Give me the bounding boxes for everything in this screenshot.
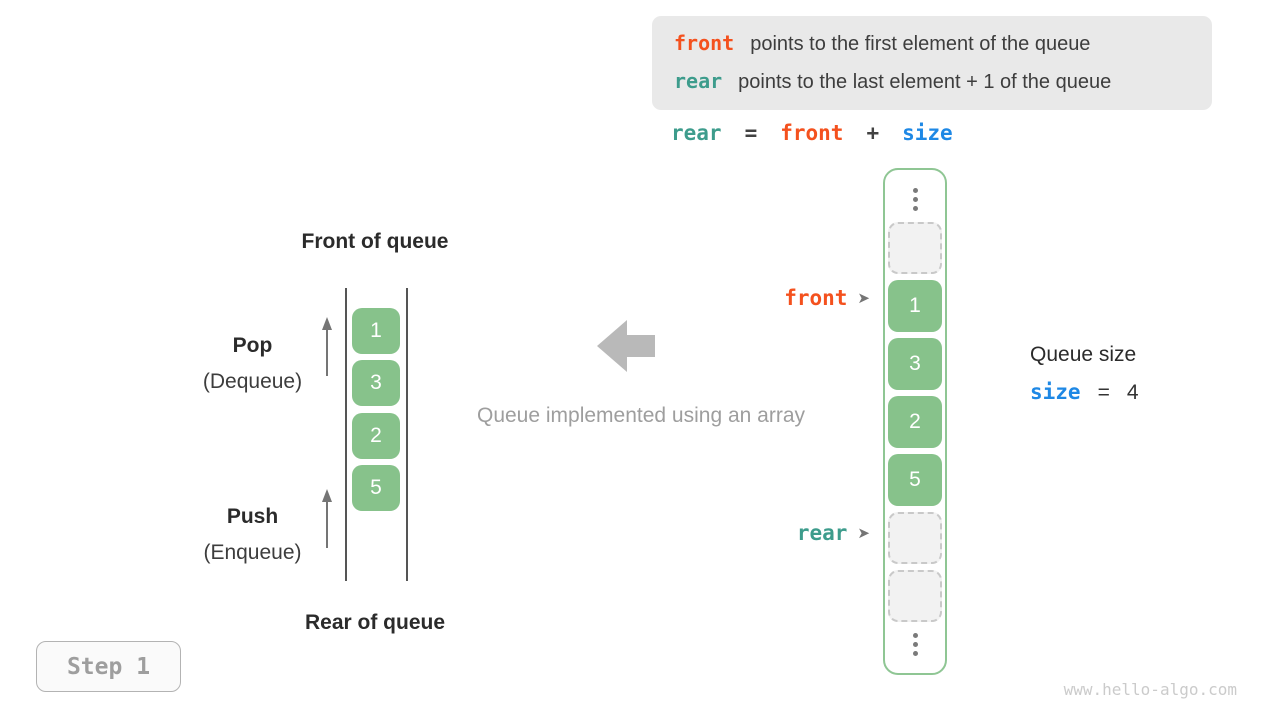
rear-explanation-line: rear points to the last element + 1 of th… <box>674 63 1190 101</box>
rear-pointer-label: rear <box>796 521 848 545</box>
queue-size-block: Queue size size = 4 <box>1030 343 1139 405</box>
right-arrowhead-icon: ➤ <box>857 289 870 307</box>
size-value: 4 <box>1126 381 1139 404</box>
ellipsis-icon <box>912 628 918 661</box>
stack-cell: 3 <box>352 360 400 406</box>
rear-explanation-text: points to the last element + 1 of the qu… <box>738 71 1112 93</box>
array-cell: 1 <box>888 279 942 332</box>
pop-label: Pop <box>232 334 273 357</box>
right-arrowhead-icon: ➤ <box>857 524 870 542</box>
pointer-explanation-box: front points to the first element of the … <box>652 16 1212 110</box>
array-cell-empty <box>888 569 942 622</box>
rear-of-queue-label: Rear of queue <box>304 611 446 634</box>
queue-size-title: Queue size <box>1030 343 1137 366</box>
formula-plus: + <box>866 121 880 145</box>
front-explanation-text: points to the first element of the queue <box>750 33 1091 55</box>
front-of-queue-label: Front of queue <box>301 230 449 253</box>
queue-size-value-line: size = 4 <box>1030 380 1139 405</box>
stack-cell: 1 <box>352 308 400 354</box>
front-pointer: front ➤ <box>690 286 870 310</box>
diagram-caption: Queue implemented using an array <box>476 404 806 427</box>
formula: rear = front + size <box>671 121 953 145</box>
array-cell-empty <box>888 511 942 564</box>
channel-line-left <box>345 288 347 581</box>
ellipsis-icon <box>912 183 918 216</box>
array-cell-empty <box>888 221 942 274</box>
array-cell: 2 <box>888 395 942 448</box>
array-cell: 5 <box>888 453 942 506</box>
size-equals: = <box>1097 381 1110 404</box>
front-explanation-line: front points to the first element of the … <box>674 25 1190 63</box>
dequeue-label: (Dequeue) <box>202 370 303 393</box>
rear-pointer: rear ➤ <box>690 521 870 545</box>
formula-size: size <box>902 121 953 145</box>
rear-keyword: rear <box>674 69 723 93</box>
watermark: www.hello-algo.com <box>1063 680 1237 699</box>
array-container: 1 3 2 5 <box>883 168 947 675</box>
step-badge: Step 1 <box>36 641 181 692</box>
front-pointer-label: front <box>784 286 848 310</box>
enqueue-label: (Enqueue) <box>203 541 302 564</box>
left-block-arrow-icon <box>597 320 655 372</box>
formula-front: front <box>780 121 844 145</box>
push-up-arrow-icon <box>322 489 332 548</box>
stack-cell: 5 <box>352 465 400 511</box>
size-variable: size <box>1030 380 1081 404</box>
channel-line-right <box>406 288 408 581</box>
pop-up-arrow-icon <box>322 317 332 376</box>
push-label: Push <box>226 505 279 528</box>
formula-equals: = <box>744 121 758 145</box>
formula-rear: rear <box>671 121 722 145</box>
stack-cell: 2 <box>352 413 400 459</box>
front-keyword: front <box>674 31 735 55</box>
array-cell: 3 <box>888 337 942 390</box>
